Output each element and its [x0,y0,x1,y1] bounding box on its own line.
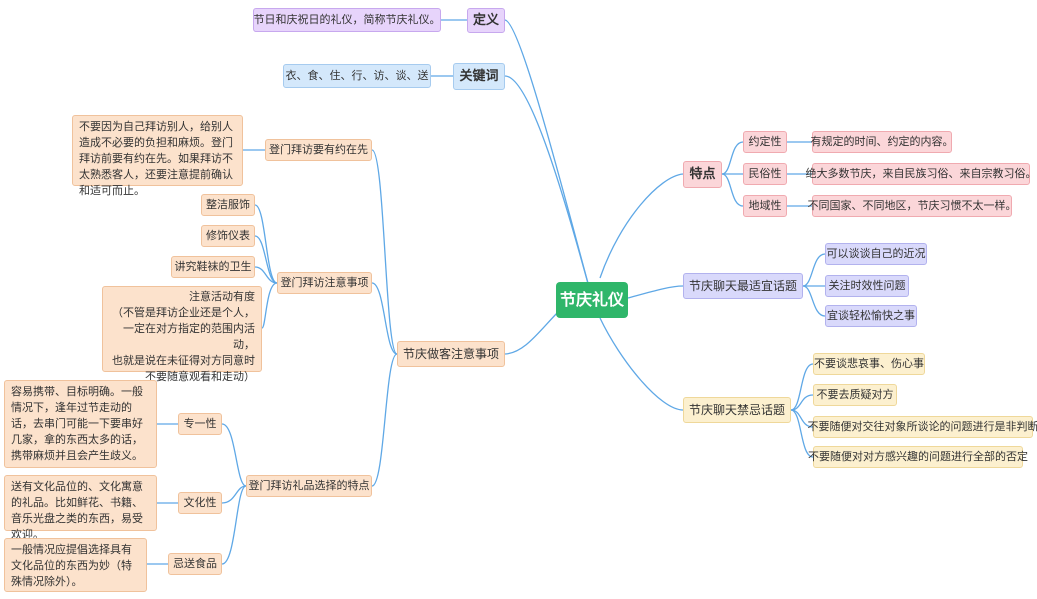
appointment-text: 不要因为自己拜访别人，给别人造成不必要的负担和麻烦。登门拜访前要有约在先。如果拜… [72,115,243,197]
feature-label-regional[interactable]: 地域性 [743,195,787,217]
root-node[interactable]: 节庆礼仪 [556,282,628,318]
link-root-keywords [504,75,593,299]
link-root-definition [504,19,593,299]
visit-note-activity: 注意活动有度 （不管是拜访企业还是个人， 一定在对方指定的范围内活动， 也就是说… [102,286,262,383]
chat-topic-item: 宜谈轻松愉快之事 [825,305,917,327]
gift-label-single[interactable]: 专一性 [178,413,222,435]
keywords-text: 衣、食、住、行、访、谈、送 [283,64,431,88]
link-root-taboo [599,317,684,411]
gift-label-culture[interactable]: 文化性 [178,492,222,514]
taboo-topic-item: 不要随便对对方感兴趣的问题进行全部的否定 [808,446,1028,468]
feature-text-folk: 绝大多数节庆，来自民族习俗、来自宗教习俗。 [806,163,1037,185]
gift-text-no-food: 一般情况应提倡选择具有文化品位的东西为妙（特殊情况除外）。 [4,538,147,592]
feature-label-agreed[interactable]: 约定性 [743,131,787,153]
feature-text-regional: 不同国家、不同地区，节庆习惯不太一样。 [808,195,1017,217]
appointment-node[interactable]: 登门拜访要有约在先 [265,139,372,161]
gift-label-no-food[interactable]: 忌送食品 [168,553,222,575]
definition-text: 节日和庆祝日的礼仪，简称节庆礼仪。 [253,8,441,32]
chat-topic-item: 关注时效性问题 [825,275,909,297]
keywords-node[interactable]: 关键词 [453,63,505,90]
gift-features-node[interactable]: 登门拜访礼品选择的特点 [246,475,372,497]
visiting-node[interactable]: 节庆做客注意事项 [397,341,505,367]
visit-note-item: 讲究鞋袜的卫生 [171,256,255,278]
taboo-topic-item: 不要谈悲哀事、伤心事 [813,353,925,375]
visit-notes-node[interactable]: 登门拜访注意事项 [277,272,372,294]
taboo-topics-node[interactable]: 节庆聊天禁忌话题 [683,397,791,423]
visit-note-item: 修饰仪表 [201,225,255,247]
chat-topics-node[interactable]: 节庆聊天最适宜话题 [683,273,803,299]
link-root-chat [627,285,684,299]
gift-text-culture: 送有文化品位的、文化寓意的礼品。比如鲜花、书籍、音乐光盘之类的东西，易受欢迎。 [4,475,157,541]
definition-node[interactable]: 定义 [467,8,505,33]
chat-topic-item: 可以谈谈自己的近况 [825,243,927,265]
features-node[interactable]: 特点 [683,161,722,188]
taboo-topic-item: 不要随便对交往对象所谈论的问题进行是非判断 [808,416,1037,438]
link-root-visiting [504,309,561,355]
feature-text-agreed: 有规定的时间、约定的内容。 [811,131,954,153]
taboo-topic-item: 不要去质疑对方 [813,384,897,406]
gift-text-single: 容易携带、目标明确。一般情况下，逢年过节走动的话，去串门可能一下要串好几家，拿的… [4,380,157,468]
visit-note-item: 整洁服饰 [201,194,255,216]
link-root-features [599,173,684,279]
feature-label-folk[interactable]: 民俗性 [743,163,787,185]
